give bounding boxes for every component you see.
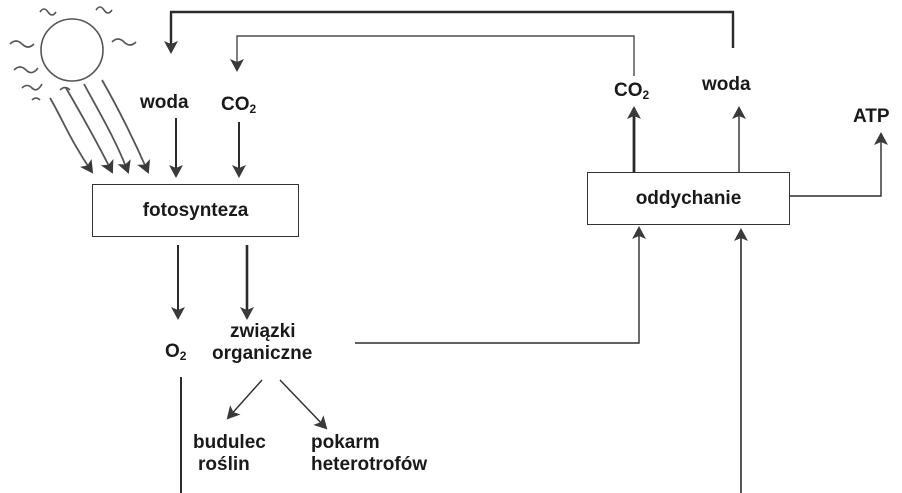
water-output-label: woda [702, 74, 751, 95]
co2-output-label: CO2 [614, 80, 650, 102]
organic-to-respiration-line [355, 226, 646, 344]
food-arrow [279, 379, 328, 430]
heterotroph-food-label: pokarm heterotrofów [311, 432, 428, 475]
water-input-label: woda [140, 92, 189, 113]
photosynthesis-box: fotosynteza [92, 184, 299, 237]
sun-rays [49, 79, 151, 174]
atp-output-arrow [790, 132, 888, 197]
building-arrow [226, 379, 263, 420]
photosynthesis-label: fotosynteza [142, 199, 249, 221]
co2-input-label: CO2 [221, 94, 257, 116]
oxygen-label: O2 [165, 341, 187, 363]
plant-building-label: budulec roślin [193, 432, 266, 475]
co2-recycle-line [230, 35, 635, 76]
respiration-label: oddychanie [635, 187, 742, 209]
respiration-box: oddychanie [587, 172, 790, 225]
organic-compounds-label: związki organiczne [212, 321, 313, 364]
sun-icon [9, 6, 137, 101]
atp-label: ATP [853, 106, 890, 127]
water-recycle-line [164, 10, 735, 54]
